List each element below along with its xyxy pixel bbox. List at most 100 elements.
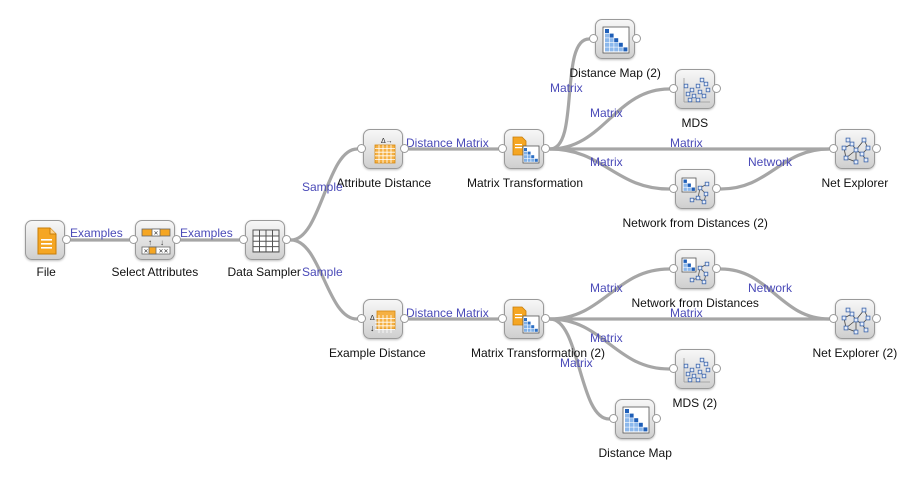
- widget-example-distance[interactable]: Δ↓: [357, 299, 409, 339]
- link-label: Distance Matrix: [406, 306, 489, 320]
- link-matrix-transformation-2-to-distance-map[interactable]: [548, 317, 611, 421]
- widget-distance-map[interactable]: [609, 399, 661, 439]
- widget-distance-map-2[interactable]: [589, 19, 641, 59]
- link-label: Matrix: [560, 356, 593, 370]
- link-matrix-transformation-to-network-from-distances-2[interactable]: [548, 147, 671, 191]
- example-distance-icon: Δ↓: [363, 299, 403, 339]
- input-port[interactable]: [669, 364, 678, 373]
- link-label: Distance Matrix: [406, 136, 489, 150]
- output-port[interactable]: [712, 264, 721, 273]
- svg-text:✕: ✕: [163, 249, 168, 255]
- widget-label: Net Explorer (2): [812, 346, 898, 360]
- output-port[interactable]: [282, 235, 291, 244]
- link-network-from-distances-2-to-net-explorer[interactable]: [719, 147, 831, 191]
- input-port[interactable]: [669, 84, 678, 93]
- widget-label: Net Explorer: [821, 176, 889, 190]
- svg-text:↓: ↓: [160, 238, 164, 247]
- widget-label: Distance Map: [598, 446, 672, 460]
- input-port[interactable]: [357, 314, 366, 323]
- output-port[interactable]: [541, 314, 550, 323]
- input-port[interactable]: [357, 144, 366, 153]
- net-explorer-icon: [835, 299, 875, 339]
- widget-matrix-transformation[interactable]: [498, 129, 550, 169]
- widget-file[interactable]: [25, 220, 71, 260]
- widget-net-explorer-2[interactable]: [829, 299, 881, 339]
- file-icon: [25, 220, 65, 260]
- input-port[interactable]: [669, 184, 678, 193]
- widget-data-sampler[interactable]: [239, 220, 291, 260]
- output-port[interactable]: [172, 235, 181, 244]
- output-port[interactable]: [541, 144, 550, 153]
- widget-label: Network from Distances: [631, 296, 759, 310]
- svg-text:↓: ↓: [370, 323, 375, 333]
- output-port[interactable]: [62, 235, 71, 244]
- input-port[interactable]: [239, 235, 248, 244]
- link-label: Matrix: [550, 81, 583, 95]
- link-data-sampler-to-attribute-distance[interactable]: [289, 147, 359, 242]
- widget-net-explorer[interactable]: [829, 129, 881, 169]
- link-matrix-transformation-2-to-network-from-distances[interactable]: [548, 267, 671, 321]
- net-explorer-icon: [835, 129, 875, 169]
- output-port[interactable]: [872, 314, 881, 323]
- input-port[interactable]: [829, 314, 838, 323]
- widget-label: Select Attributes: [111, 265, 199, 279]
- input-port[interactable]: [589, 34, 598, 43]
- widget-label: Distance Map (2): [569, 66, 661, 80]
- output-port[interactable]: [400, 144, 409, 153]
- select-attributes-icon: ✕↑↓✕✕✕: [135, 220, 175, 260]
- input-port[interactable]: [669, 264, 678, 273]
- network-from-distances-icon: [675, 169, 715, 209]
- input-port[interactable]: [498, 314, 507, 323]
- output-port[interactable]: [712, 364, 721, 373]
- output-port[interactable]: [632, 34, 641, 43]
- output-port[interactable]: [712, 84, 721, 93]
- output-port[interactable]: [872, 144, 881, 153]
- link-label: Examples: [180, 226, 233, 240]
- link-label: Network: [748, 281, 793, 295]
- widget-mds-2[interactable]: [669, 349, 721, 389]
- widget-label: MDS (2): [672, 396, 718, 410]
- widget-label: Example Distance: [329, 346, 426, 360]
- widget-label: MDS: [681, 116, 709, 130]
- link-data-sampler-to-example-distance[interactable]: [289, 238, 359, 321]
- widget-mds[interactable]: [669, 69, 721, 109]
- input-port[interactable]: [829, 144, 838, 153]
- link-matrix-transformation-2-to-mds-2[interactable]: [548, 317, 671, 371]
- distance-map-icon: [615, 399, 655, 439]
- widget-label: Network from Distances (2): [622, 216, 768, 230]
- input-port[interactable]: [129, 235, 138, 244]
- link-label: Matrix: [590, 155, 623, 169]
- link-network-from-distances-to-net-explorer-2[interactable]: [719, 267, 831, 321]
- output-port[interactable]: [652, 414, 661, 423]
- widget-select-attributes[interactable]: ✕↑↓✕✕✕: [129, 220, 181, 260]
- data-sampler-icon: [245, 220, 285, 260]
- output-port[interactable]: [400, 314, 409, 323]
- link-label: Matrix: [590, 106, 623, 120]
- link-label: Matrix: [590, 281, 623, 295]
- widget-network-from-distances[interactable]: [669, 249, 721, 289]
- svg-text:✕: ✕: [143, 249, 148, 255]
- input-port[interactable]: [498, 144, 507, 153]
- widget-matrix-transformation-2[interactable]: [498, 299, 550, 339]
- output-port[interactable]: [712, 184, 721, 193]
- input-port[interactable]: [609, 414, 618, 423]
- svg-text:✕: ✕: [158, 249, 163, 255]
- svg-text:Δ: Δ: [370, 315, 375, 322]
- link-matrix-transformation-to-distance-map-2[interactable]: [548, 37, 591, 151]
- matrix-transformation-icon: [504, 299, 544, 339]
- widget-label: Data Sampler: [227, 265, 301, 279]
- link-matrix-transformation-to-mds[interactable]: [548, 87, 671, 151]
- widget-network-from-distances-2[interactable]: [669, 169, 721, 209]
- svg-text:✕: ✕: [153, 231, 158, 237]
- link-label: Examples: [70, 226, 123, 240]
- link-label: Network: [748, 155, 793, 169]
- attribute-distance-icon: Δ→: [363, 129, 403, 169]
- widget-label: Matrix Transformation: [467, 176, 584, 190]
- widget-label: Attribute Distance: [336, 176, 432, 190]
- link-label: Sample: [302, 180, 343, 194]
- network-from-distances-icon: [675, 249, 715, 289]
- link-label: Sample: [302, 265, 343, 279]
- widget-attribute-distance[interactable]: Δ→: [357, 129, 409, 169]
- svg-text:Δ→: Δ→: [381, 138, 393, 145]
